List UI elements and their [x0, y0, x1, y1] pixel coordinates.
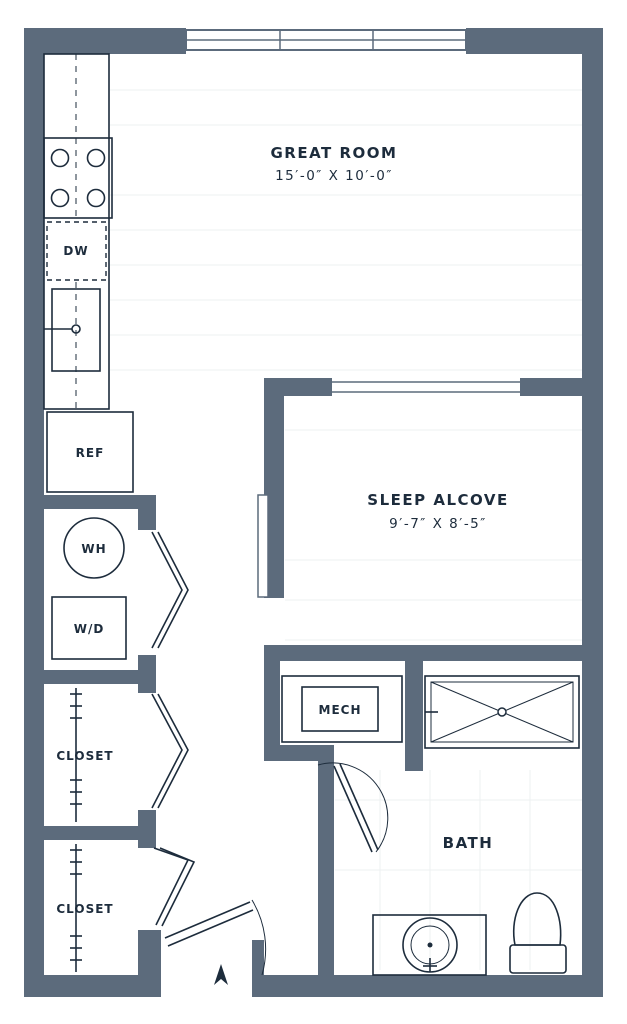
- mech-unit: [281, 675, 403, 743]
- mech-label: MECH: [319, 703, 362, 717]
- great-room-dimensions: 15′-0″ X 10′-0″: [275, 168, 393, 184]
- bath-door: [317, 762, 389, 853]
- toilet: [509, 892, 567, 974]
- shower: [424, 675, 580, 749]
- vanity: [372, 914, 487, 976]
- drain-icon: [497, 707, 507, 717]
- washer-dryer-label: W/D: [74, 622, 105, 636]
- great-room-label: GREAT ROOM: [271, 144, 398, 162]
- water-heater-label: WH: [81, 542, 106, 556]
- faucet-icon: [71, 324, 81, 334]
- burner-icon: [50, 148, 70, 168]
- entry-arrow-icon: [214, 964, 228, 985]
- entry-door: [164, 899, 267, 976]
- kitchen-counter: [43, 53, 134, 493]
- closet-2-label: CLOSET: [56, 902, 113, 916]
- burner-icon: [86, 148, 106, 168]
- sink-drain-icon: [427, 942, 433, 948]
- refrigerator-label: REF: [76, 446, 105, 460]
- burner-icon: [50, 188, 70, 208]
- walls: [24, 28, 603, 997]
- sleep-alcove-label: SLEEP ALCOVE: [367, 491, 508, 509]
- window: [185, 29, 467, 51]
- burner-icon: [86, 188, 106, 208]
- closet-rods: [70, 688, 82, 972]
- alcove-opening: [257, 381, 520, 598]
- sleep-alcove-dimensions: 9′-7″ X 8′-5″: [389, 516, 487, 532]
- laundry: [51, 517, 127, 660]
- floor-planks: [110, 89, 582, 970]
- dishwasher-label: DW: [63, 244, 88, 258]
- closet-1-label: CLOSET: [56, 749, 113, 763]
- bifold-doors: [151, 531, 196, 927]
- bath-label: BATH: [443, 834, 494, 852]
